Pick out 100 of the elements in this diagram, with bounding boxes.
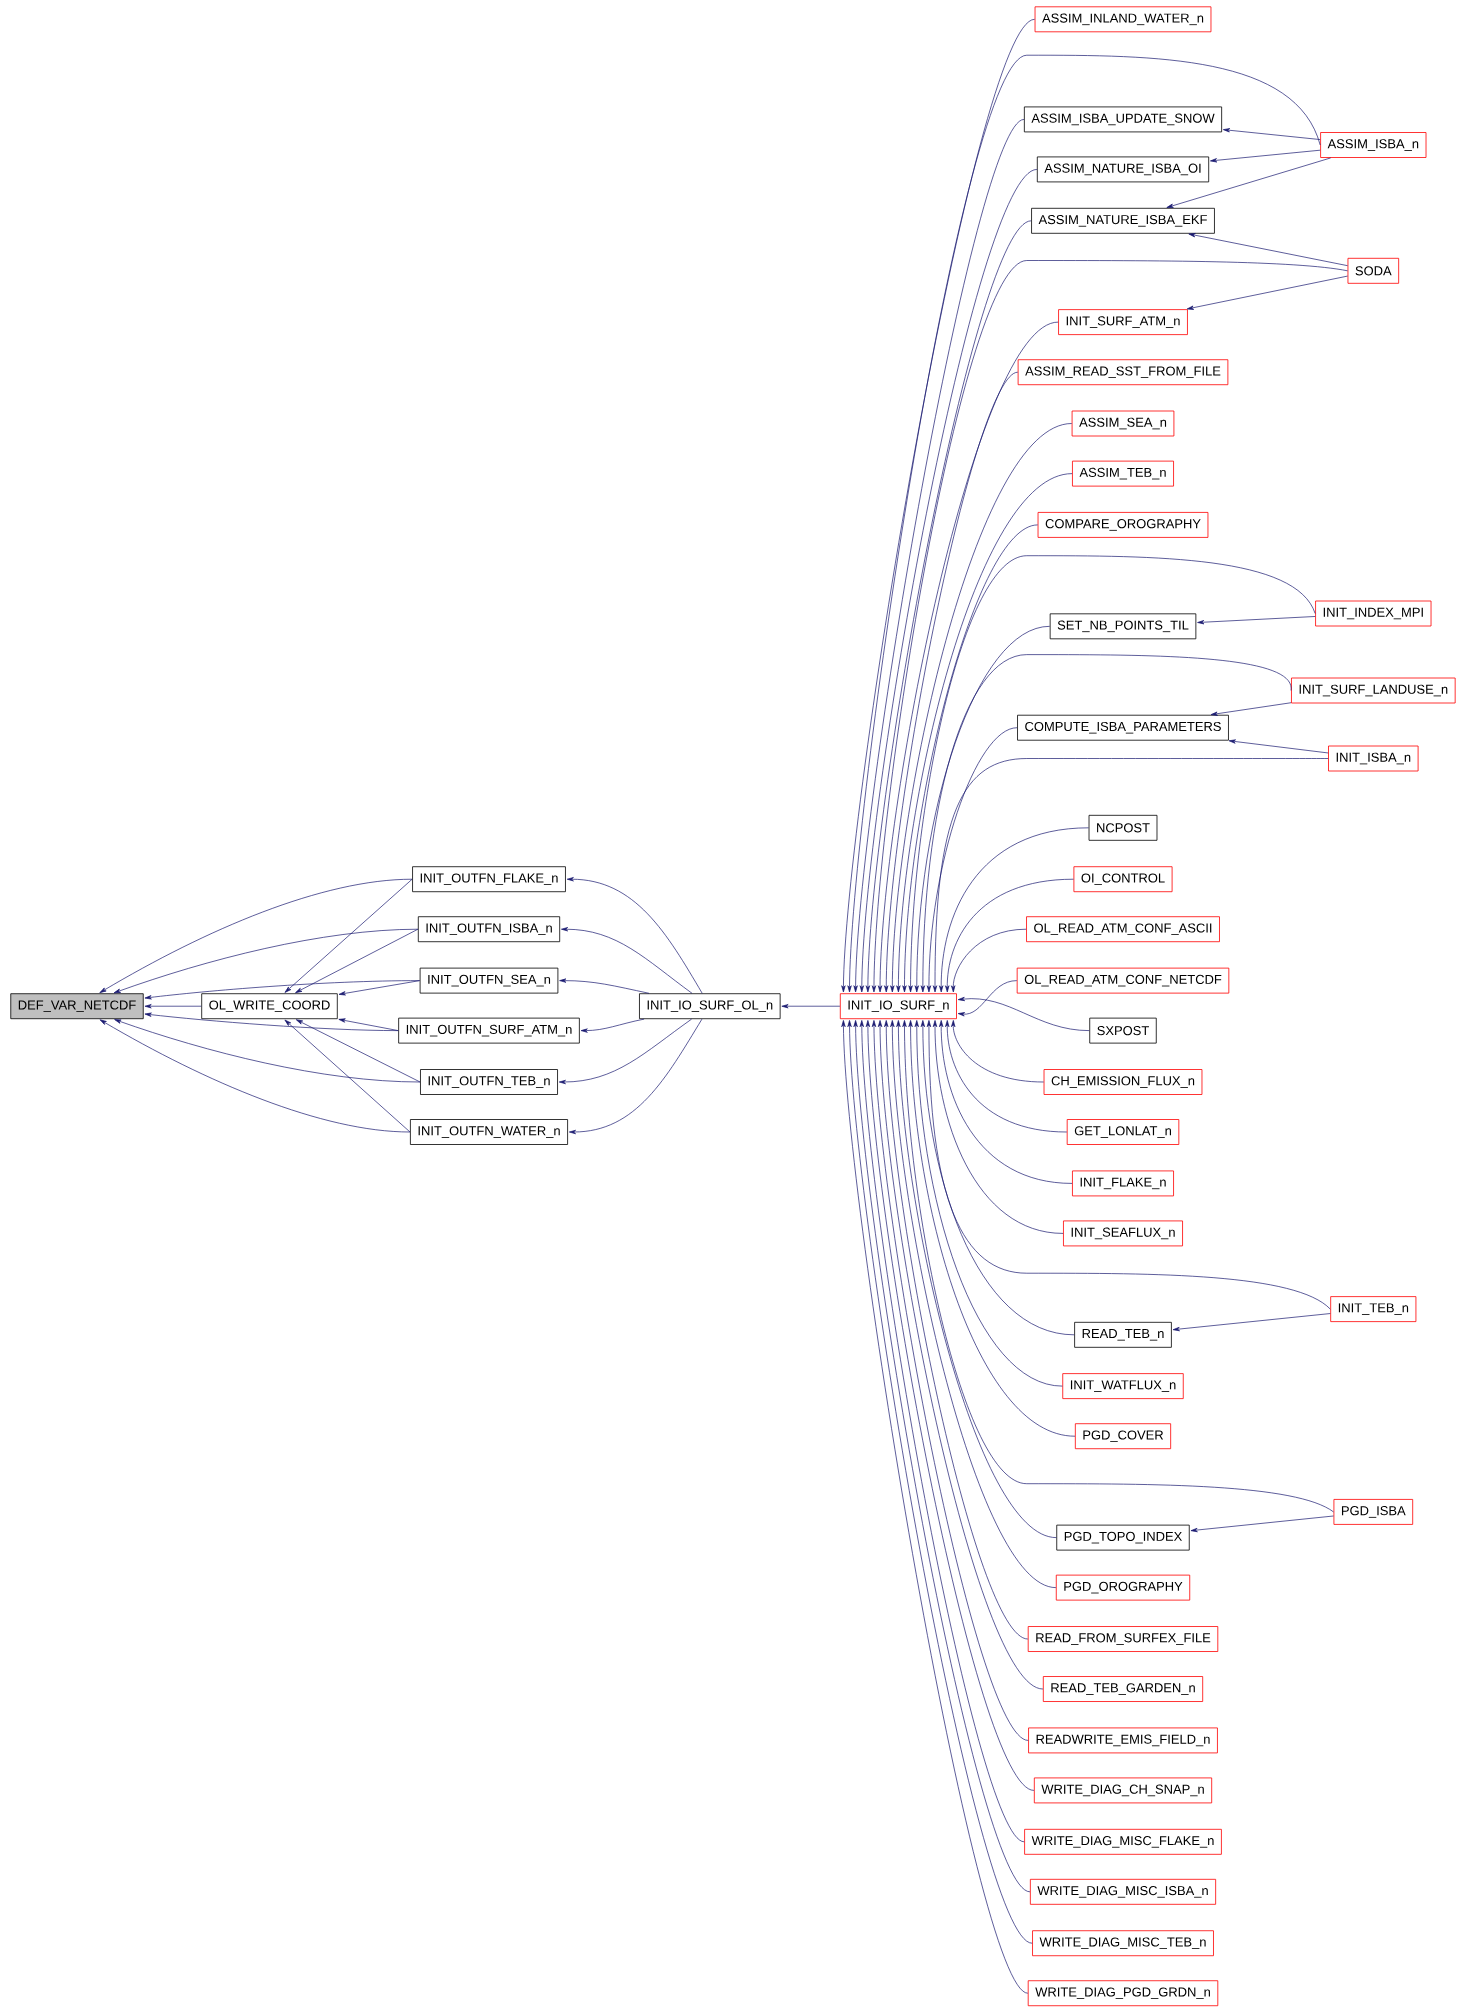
arrow <box>566 877 703 994</box>
arrow <box>914 1020 1063 1387</box>
function-box: PGD_ISBA <box>1333 1499 1414 1525</box>
function-box: ASSIM_READ_SST_FROM_FILE <box>1017 359 1229 386</box>
arrow <box>884 1020 1029 1640</box>
function-box: OI_CONTROL <box>1073 866 1173 893</box>
arrow <box>144 1004 202 1009</box>
arrow <box>939 827 1089 993</box>
arrow <box>945 1020 1068 1133</box>
arrow <box>914 625 1051 993</box>
function-box: INIT_SEAFLUX_n <box>1063 1220 1183 1247</box>
arrow <box>1210 702 1292 716</box>
arrow <box>99 878 413 993</box>
arrow <box>580 1018 645 1033</box>
arrow <box>1197 616 1316 625</box>
function-box: ASSIM_ISBA_n <box>1320 132 1427 158</box>
function-box: INIT_OUTFN_TEB_n <box>420 1069 558 1095</box>
function-box: WRITE_DIAG_CH_SNAP_n <box>1033 1777 1213 1804</box>
function-box: INIT_SURF_ATM_n <box>1058 309 1188 335</box>
arrow <box>871 260 1348 993</box>
function-box: INIT_FLAKE_n <box>1072 1170 1174 1197</box>
function-box: COMPUTE_ISBA_PARAMETERS <box>1017 714 1229 741</box>
arrow <box>559 978 650 994</box>
function-box: WRITE_DIAG_MISC_ISBA_n <box>1029 1878 1217 1905</box>
function-box: SODA <box>1347 257 1400 284</box>
function-box: CH_EMISSION_FLUX_n <box>1043 1069 1203 1095</box>
arrow <box>99 1019 411 1133</box>
arrow <box>841 18 1035 993</box>
arrow <box>114 1019 421 1083</box>
arrow <box>926 727 1018 993</box>
arrow <box>926 1020 1331 1310</box>
function-box: GET_LONLAT_n <box>1066 1119 1180 1145</box>
function-box: SXPOST <box>1089 1017 1157 1044</box>
function-box: ASSIM_SEA_n <box>1071 410 1175 437</box>
function-box: ASSIM_INLAND_WATER_n <box>1034 6 1212 33</box>
function-box: OL_READ_ATM_CONF_ASCII <box>1026 916 1220 943</box>
arrow <box>1172 1313 1331 1332</box>
function-box: INIT_OUTFN_WATER_n <box>410 1119 568 1145</box>
function-box: READ_TEB_n <box>1074 1321 1172 1348</box>
arrow <box>561 927 693 994</box>
arrow <box>568 1018 703 1135</box>
arrow <box>908 555 1316 993</box>
function-box: READ_TEB_GARDEN_n <box>1042 1676 1204 1702</box>
function-box: READ_FROM_SURFEX_FILE <box>1027 1626 1219 1652</box>
function-box: WRITE_DIAG_PGD_GRDN_n <box>1027 1980 1219 2007</box>
arrow <box>920 654 1292 993</box>
arrow <box>951 928 1027 993</box>
function-box: OL_WRITE_COORD <box>201 993 338 1020</box>
arrow <box>939 1020 1073 1184</box>
function-box: NCPOST <box>1088 814 1158 841</box>
function-box: SET_NB_POINTS_TIL <box>1049 613 1197 640</box>
function-box: INIT_TEB_n <box>1330 1296 1417 1322</box>
arrow <box>558 1018 692 1085</box>
function-box: OL_READ_ATM_CONF_NETCDF <box>1016 967 1230 994</box>
function-box: PGD_COVER <box>1074 1423 1172 1450</box>
arrow <box>877 321 1059 993</box>
arrow <box>1210 149 1321 163</box>
function-box: PGD_OROGRAPHY <box>1055 1574 1191 1601</box>
arrow <box>957 996 1090 1031</box>
arrow <box>908 1020 1076 1437</box>
arrow <box>902 524 1038 993</box>
arrow <box>945 878 1074 993</box>
function-box: ASSIM_ISBA_UPDATE_SNOW <box>1023 106 1223 133</box>
arrow <box>284 1019 411 1133</box>
arrow <box>1166 157 1332 208</box>
arrow <box>853 119 1025 993</box>
function-box: INIT_OUTFN_ISBA_n <box>417 916 561 943</box>
arrow <box>902 1020 1334 1513</box>
function-box: INIT_ISBA_n <box>1328 745 1419 772</box>
function-box: INIT_INDEX_MPI <box>1315 600 1432 627</box>
function-box: ASSIM_NATURE_ISBA_EKF <box>1031 207 1215 234</box>
function-box: READWRITE_EMIS_FIELD_n <box>1028 1727 1218 1754</box>
arrow <box>1188 233 1348 267</box>
function-box: INIT_IO_SURF_n <box>839 993 957 1020</box>
arrow <box>920 1020 1075 1336</box>
arrow <box>1186 275 1348 310</box>
arrow <box>884 371 1019 993</box>
arrow <box>113 928 419 994</box>
arrow <box>1190 1515 1334 1533</box>
arrow <box>932 1020 1064 1234</box>
function-box: PGD_TOPO_INDEX <box>1056 1524 1190 1551</box>
function-box: ASSIM_NATURE_ISBA_OI <box>1036 156 1210 183</box>
arrow <box>781 1004 841 1009</box>
arrow <box>338 980 421 996</box>
arrow <box>295 1019 421 1083</box>
function-box: INIT_SURF_LANDUSE_n <box>1291 677 1456 704</box>
arrow <box>338 1018 399 1031</box>
function-box: INIT_OUTFN_SEA_n <box>419 967 559 994</box>
arrow <box>284 878 413 993</box>
function-box: INIT_IO_SURF_OL_n <box>639 993 781 1020</box>
arrow <box>932 758 1329 993</box>
function-box: DEF_VAR_NETCDF <box>10 993 144 1020</box>
arrow <box>951 1020 1044 1083</box>
arrow <box>1223 128 1321 140</box>
arrow <box>1228 739 1329 754</box>
function-box: ASSIM_TEB_n <box>1072 460 1174 487</box>
function-box: INIT_WATFLUX_n <box>1062 1373 1184 1399</box>
arrow <box>957 980 1018 1017</box>
function-box: INIT_OUTFN_FLAKE_n <box>412 866 566 893</box>
function-box: INIT_OUTFN_SURF_ATM_n <box>398 1017 580 1044</box>
